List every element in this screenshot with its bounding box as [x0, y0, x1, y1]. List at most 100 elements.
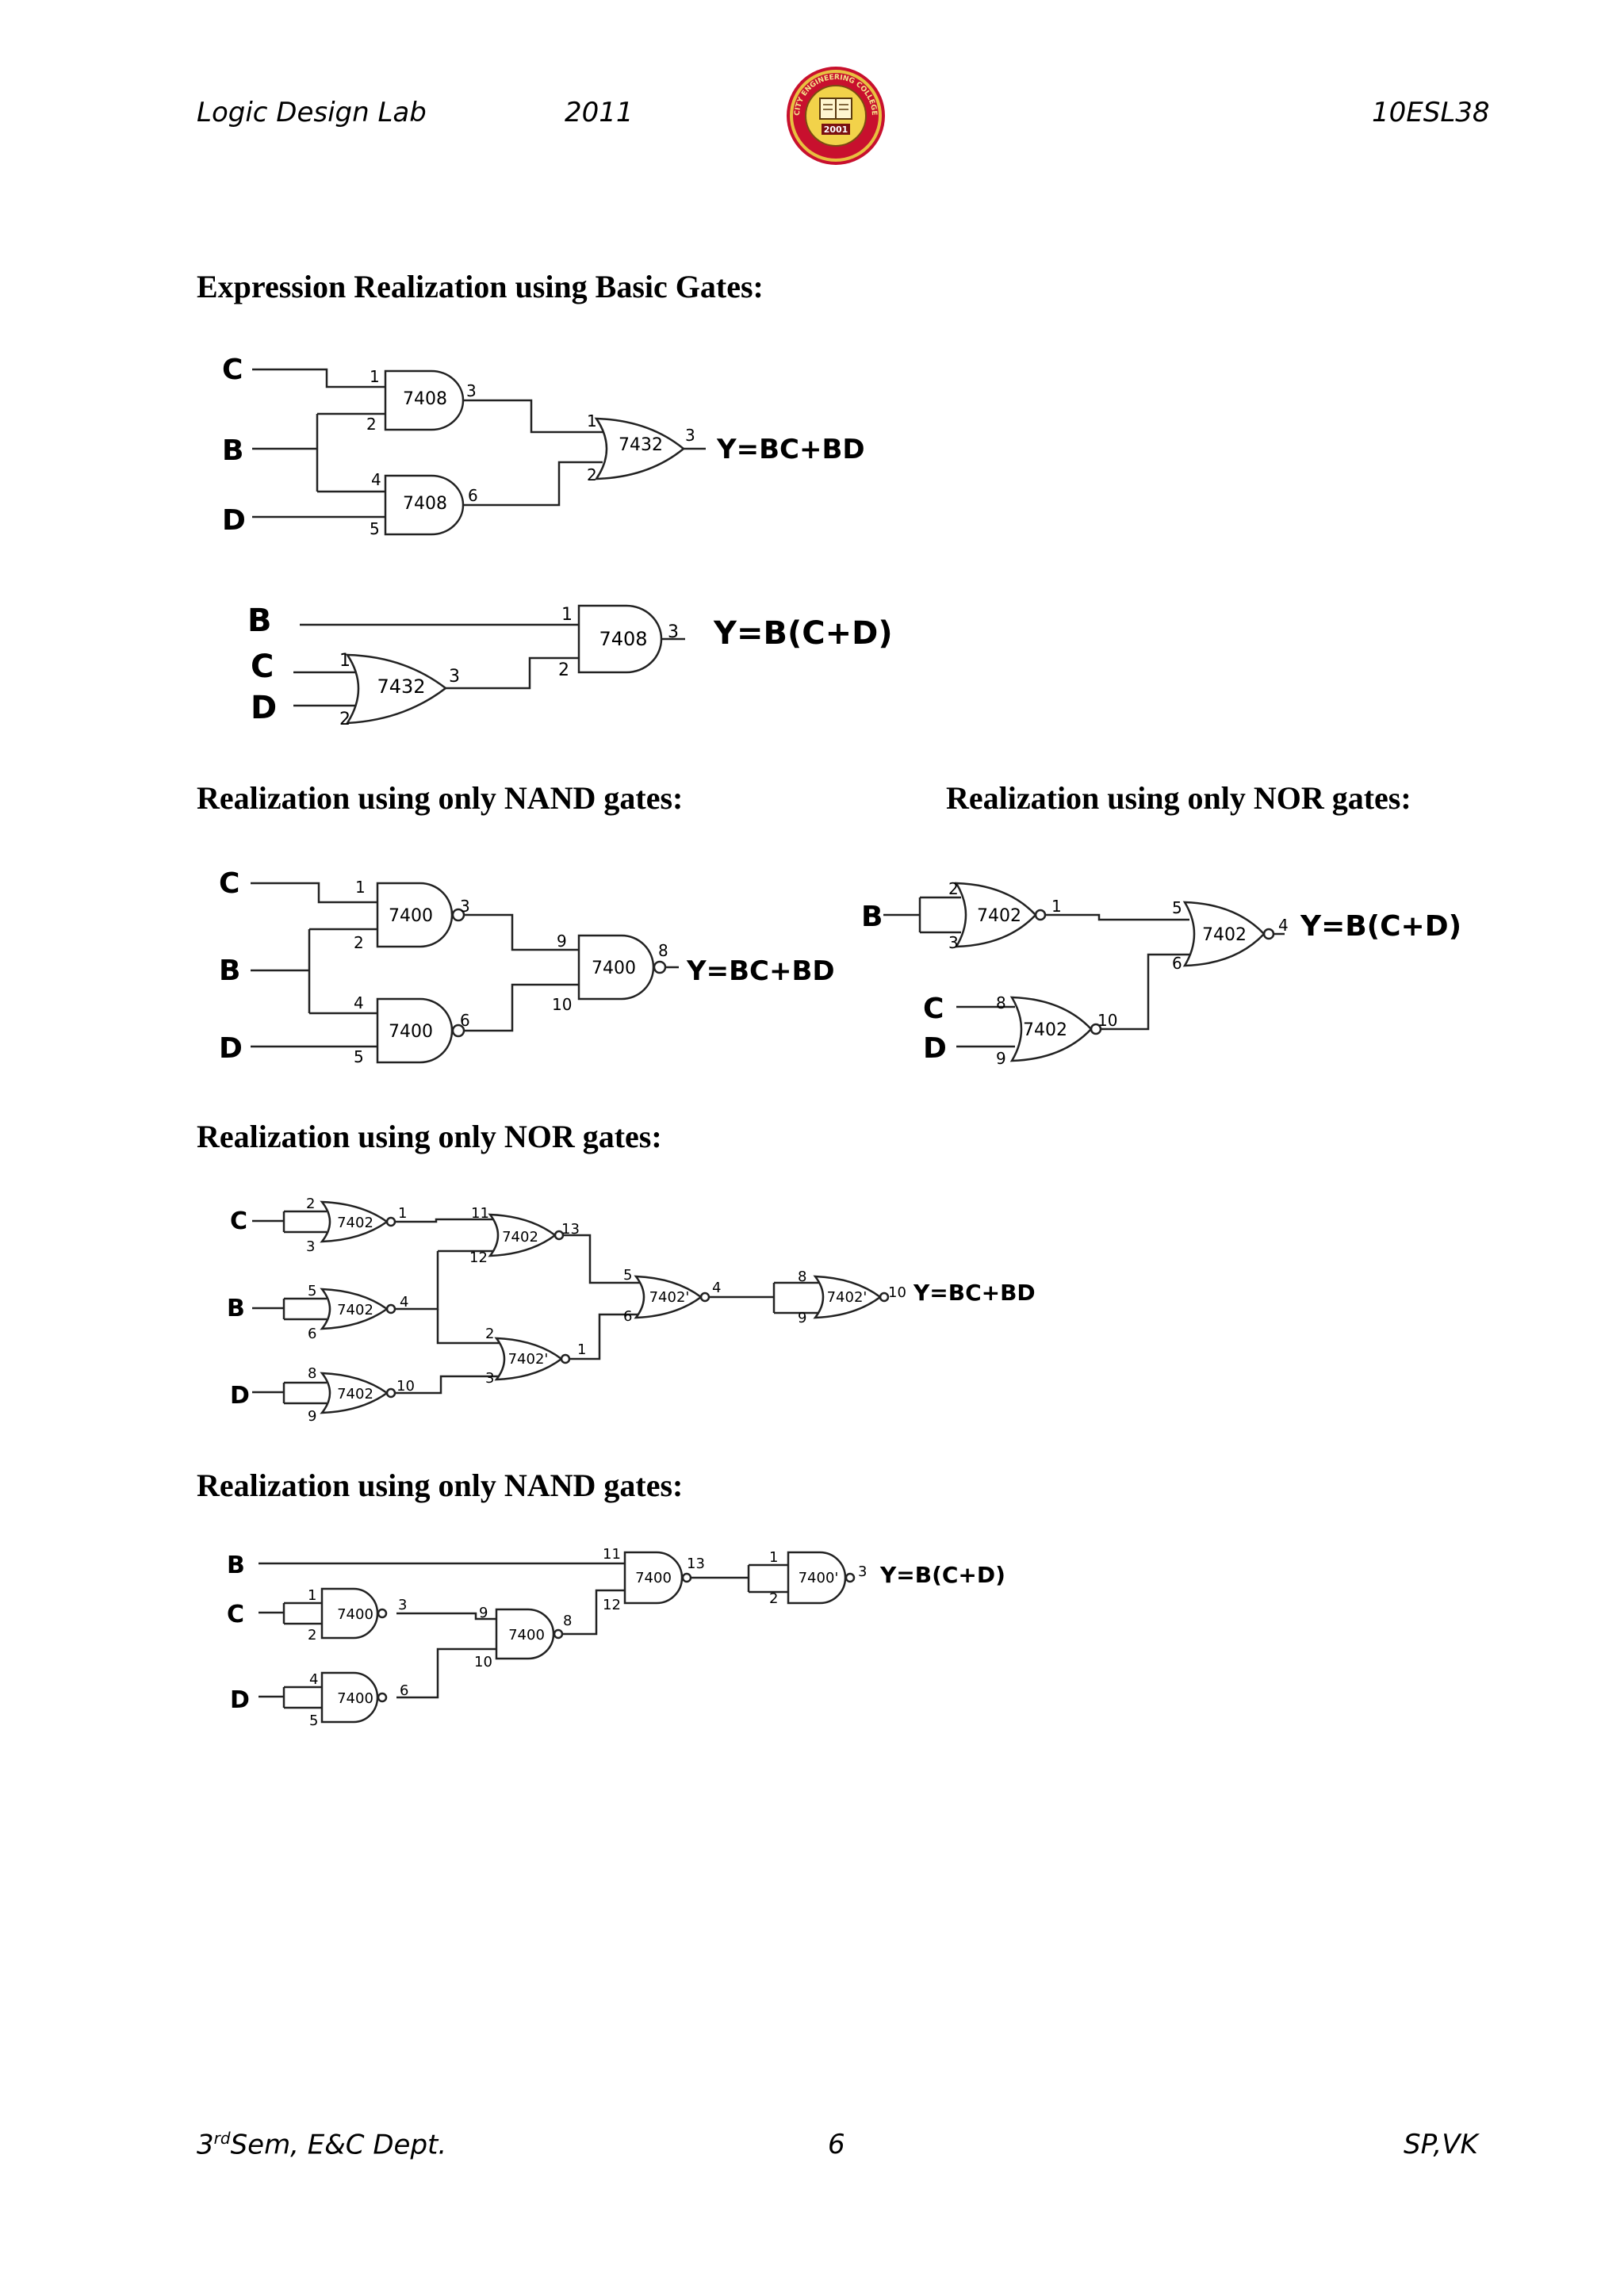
- svg-text:4: 4: [1278, 916, 1289, 935]
- svg-text:2: 2: [558, 660, 569, 680]
- svg-text:7402: 7402: [337, 1302, 373, 1318]
- svg-text:7408: 7408: [599, 628, 647, 650]
- svg-text:3: 3: [685, 426, 695, 445]
- circuit-nor-pos: B C D 7402 7402 7402 2 3 1 8 9 10 5 6 4 …: [861, 879, 1461, 1068]
- svg-text:D: D: [219, 1032, 243, 1065]
- svg-text:5: 5: [623, 1267, 632, 1284]
- heading-nor-only-1: Realization using only NOR gates:: [946, 780, 1411, 816]
- svg-text:13: 13: [561, 1221, 580, 1238]
- input-label-c: C: [222, 354, 243, 386]
- svg-text:7402': 7402': [508, 1351, 549, 1368]
- svg-text:8: 8: [996, 993, 1006, 1012]
- svg-text:9: 9: [557, 932, 567, 951]
- svg-text:1: 1: [561, 605, 573, 625]
- svg-text:1: 1: [308, 1587, 316, 1604]
- svg-text:10: 10: [552, 995, 572, 1014]
- footer-semester: 3rdSem, E&C Dept.: [197, 2129, 447, 2161]
- svg-text:3: 3: [858, 1563, 867, 1580]
- svg-text:6: 6: [400, 1682, 408, 1699]
- svg-text:9: 9: [798, 1310, 806, 1326]
- svg-text:3: 3: [449, 667, 460, 687]
- svg-text:10: 10: [888, 1284, 906, 1301]
- svg-text:1: 1: [370, 367, 380, 386]
- svg-text:7402: 7402: [977, 906, 1021, 926]
- svg-text:7402: 7402: [337, 1215, 373, 1231]
- svg-text:D: D: [923, 1032, 947, 1065]
- svg-text:D: D: [230, 1686, 250, 1714]
- output-label-sop-2: Y=BC+BD: [686, 955, 835, 987]
- circuit-nor-sop: C B D 7402 7402 7402 7402: [227, 1196, 1036, 1425]
- svg-text:9: 9: [996, 1049, 1006, 1068]
- circuit-nand-sop: C B D 7400 7400 7400 1 2 3 4 5 6 9 10 8 …: [219, 867, 835, 1066]
- svg-text:5: 5: [370, 519, 380, 538]
- input-label-c: C: [251, 649, 274, 685]
- svg-text:1: 1: [398, 1205, 407, 1222]
- svg-text:2: 2: [769, 1590, 778, 1607]
- svg-text:6: 6: [308, 1326, 316, 1342]
- output-label-pos-2: Y=B(C+D): [1300, 910, 1461, 943]
- svg-text:7402: 7402: [1023, 1020, 1067, 1040]
- svg-text:7408: 7408: [403, 389, 447, 409]
- svg-text:7402': 7402': [827, 1289, 868, 1306]
- svg-text:C: C: [923, 993, 944, 1025]
- circuit-and-or-sop: C B D 7408 7408 7432 1 2 3 4 5 6 1 2 3 Y…: [222, 354, 865, 538]
- svg-text:3: 3: [306, 1238, 315, 1255]
- svg-text:7432: 7432: [619, 435, 663, 455]
- svg-text:2: 2: [485, 1326, 494, 1342]
- svg-text:7400: 7400: [508, 1627, 545, 1644]
- heading-basic-gates: Expression Realization using Basic Gates…: [197, 269, 764, 304]
- svg-text:7400: 7400: [635, 1570, 672, 1586]
- svg-text:6: 6: [460, 1011, 470, 1030]
- svg-text:6: 6: [623, 1308, 632, 1325]
- input-label-b: B: [247, 603, 272, 639]
- svg-text:1: 1: [339, 651, 350, 671]
- svg-text:5: 5: [354, 1047, 364, 1066]
- svg-text:B: B: [227, 1295, 245, 1322]
- svg-text:7402: 7402: [502, 1229, 538, 1246]
- svg-text:6: 6: [468, 486, 478, 505]
- svg-text:3: 3: [668, 622, 679, 642]
- svg-text:C: C: [230, 1207, 247, 1235]
- heading-nand-only-1: Realization using only NAND gates:: [197, 780, 684, 816]
- svg-text:10: 10: [474, 1654, 492, 1670]
- footer-authors: SP,VK: [1404, 2129, 1478, 2160]
- header-course: Logic Design Lab: [197, 97, 427, 128]
- svg-text:8: 8: [798, 1269, 806, 1285]
- header-code: 10ESL38: [1372, 97, 1490, 128]
- svg-text:7400: 7400: [337, 1606, 373, 1623]
- svg-text:3: 3: [398, 1597, 407, 1613]
- svg-text:C: C: [219, 867, 239, 900]
- and-gate-2: [384, 474, 465, 536]
- svg-text:2: 2: [948, 879, 959, 898]
- svg-text:7400': 7400': [799, 1570, 839, 1586]
- svg-text:3: 3: [948, 933, 959, 952]
- svg-text:7432: 7432: [377, 675, 425, 698]
- or-gate-1: [594, 417, 685, 480]
- svg-text:2: 2: [339, 710, 350, 729]
- heading-nor-only-2: Realization using only NOR gates:: [197, 1119, 662, 1154]
- svg-text:D: D: [230, 1382, 250, 1410]
- input-label-d: D: [251, 690, 277, 726]
- svg-text:2: 2: [306, 1196, 315, 1212]
- and-gate-1: [384, 369, 465, 431]
- svg-text:13: 13: [687, 1556, 705, 1572]
- svg-text:11: 11: [603, 1546, 621, 1563]
- svg-text:11: 11: [471, 1205, 489, 1222]
- svg-text:1: 1: [355, 878, 366, 897]
- svg-text:3: 3: [460, 897, 470, 916]
- and-gate-3: [577, 604, 663, 674]
- svg-text:7400: 7400: [389, 1022, 433, 1042]
- heading-nand-only-2: Realization using only NAND gates:: [197, 1468, 684, 1503]
- svg-text:10: 10: [396, 1378, 415, 1395]
- input-label-d: D: [222, 504, 246, 537]
- svg-text:1: 1: [577, 1341, 586, 1358]
- svg-text:10: 10: [1097, 1011, 1117, 1030]
- svg-text:3: 3: [466, 381, 477, 400]
- svg-text:B: B: [219, 955, 240, 987]
- svg-text:2: 2: [354, 933, 364, 952]
- svg-text:8: 8: [563, 1613, 572, 1629]
- svg-text:1: 1: [769, 1549, 778, 1566]
- svg-text:2: 2: [308, 1627, 316, 1644]
- svg-text:7400: 7400: [592, 959, 636, 978]
